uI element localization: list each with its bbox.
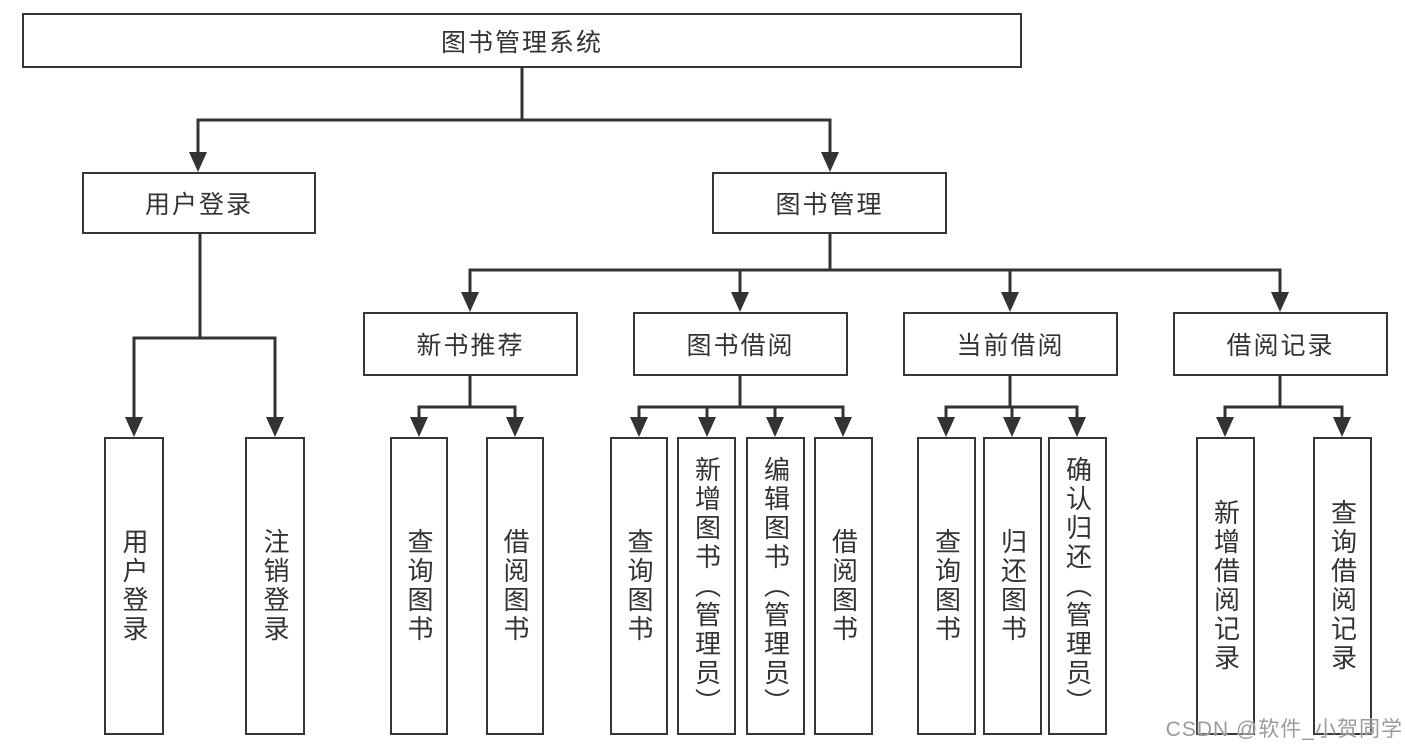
- node-current-borrow: 当前借阅: [903, 312, 1118, 376]
- leaf-edit-book-admin: 编辑图书（管理员）: [746, 437, 805, 735]
- leaf-query-books-borrow: 查询图书: [610, 437, 668, 735]
- node-book-management: 图书管理: [712, 172, 947, 234]
- leaf-return-book: 归还图书: [983, 437, 1042, 735]
- node-book-borrow: 图书借阅: [633, 312, 848, 376]
- leaf-query-books-current: 查询图书: [917, 437, 976, 735]
- node-book-borrow-label: 图书借阅: [686, 332, 795, 360]
- leaf-query-borrow-record: 查询借阅记录: [1313, 437, 1372, 735]
- watermark-text: CSDN @软件_小贺同学: [1165, 718, 1403, 741]
- leaf-borrow-books: 借阅图书: [814, 437, 873, 735]
- leaf-query-books-recommend: 查询图书: [390, 437, 448, 735]
- node-user-login: 用户登录: [82, 172, 316, 234]
- leaf-confirm-return-admin: 确认归还（管理员）: [1048, 437, 1107, 735]
- leaf-add-borrow-record: 新增借阅记录: [1196, 437, 1255, 735]
- node-library-system-label: 图书管理系统: [440, 28, 603, 57]
- node-new-book-recommend: 新书推荐: [363, 312, 578, 376]
- node-user-login-label: 用户登录: [144, 191, 253, 219]
- node-current-borrow-label: 当前借阅: [956, 332, 1065, 360]
- node-new-book-recommend-label: 新书推荐: [416, 332, 525, 360]
- node-borrow-records: 借阅记录: [1173, 312, 1388, 376]
- leaf-add-book-admin: 新增图书（管理员）: [677, 437, 736, 735]
- node-book-management-label: 图书管理: [775, 191, 884, 219]
- node-library-system: 图书管理系统: [22, 13, 1022, 68]
- leaf-user-login: 用户登录: [104, 437, 164, 735]
- leaf-borrow-books-recommend: 借阅图书: [486, 437, 544, 735]
- leaf-logout: 注销登录: [245, 437, 305, 735]
- node-borrow-records-label: 借阅记录: [1226, 332, 1335, 360]
